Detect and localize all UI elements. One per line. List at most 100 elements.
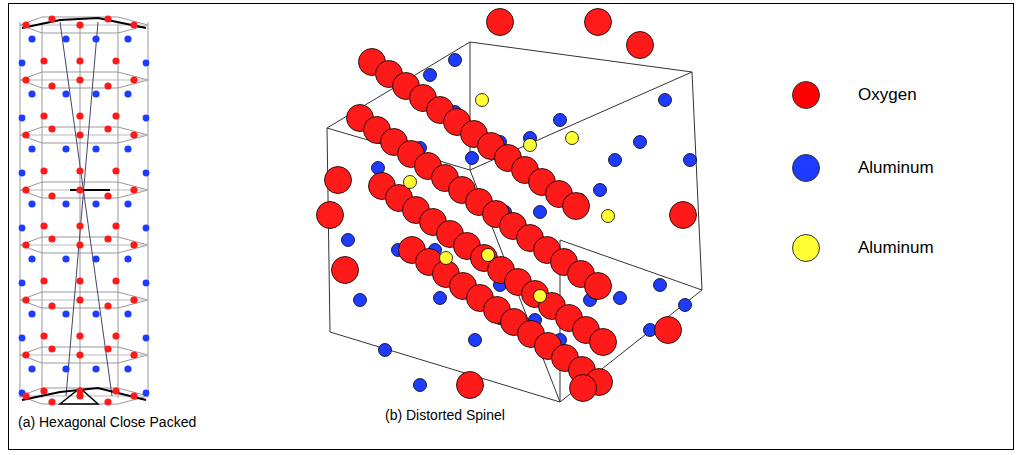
hexagon-layer	[20, 17, 148, 33]
aluminum-atom	[92, 200, 99, 207]
oxygen-atom	[48, 125, 55, 132]
oxygen-atom	[130, 21, 137, 28]
oxygen-atom	[40, 167, 47, 174]
oxygen-atom	[317, 202, 344, 229]
aluminum-atom	[524, 139, 537, 152]
aluminum-atom	[62, 310, 69, 317]
aluminum-atom	[124, 365, 131, 372]
cell-outline	[327, 42, 702, 402]
oxygen-atom	[325, 167, 352, 194]
aluminum-atom	[534, 206, 547, 219]
aluminum-atom	[124, 90, 131, 97]
oxygen-atom	[76, 186, 83, 193]
unit-cell-edge	[60, 388, 98, 404]
oxygen-atom	[570, 375, 597, 402]
aluminum-atom	[28, 145, 35, 152]
oxygen-atom	[130, 241, 137, 248]
legend-label: Oxygen	[858, 85, 917, 105]
oxygen-atom	[104, 235, 111, 242]
aluminum-atom	[92, 35, 99, 42]
oxygen-atom	[22, 296, 29, 303]
aluminum-atom	[124, 200, 131, 207]
oxygen-atom	[76, 332, 83, 339]
oxygen-atom	[40, 387, 47, 394]
oxygen-atom	[112, 277, 119, 284]
oxygen-atom	[76, 76, 83, 83]
oxygen-atom	[112, 57, 119, 64]
oxygen-atom	[48, 235, 55, 242]
oxygen-atom	[40, 112, 47, 119]
oxygen-atom	[40, 57, 47, 64]
aluminum-atom	[379, 344, 392, 357]
aluminum-atom	[476, 94, 489, 107]
cell-edge	[118, 22, 119, 398]
aluminum-atom	[124, 255, 131, 262]
aluminum-atom	[679, 299, 692, 312]
aluminum-atom	[62, 35, 69, 42]
cell-edge	[148, 22, 149, 398]
oxygen-atom	[76, 296, 83, 303]
legend-swatch	[792, 234, 820, 262]
oxygen-atom	[112, 112, 119, 119]
aluminum-atom	[124, 35, 131, 42]
cell-edge	[20, 22, 21, 398]
aluminum-atom	[469, 334, 482, 347]
aluminum-atom	[659, 94, 672, 107]
cell-edge	[20, 80, 148, 81]
aluminum-atom	[124, 145, 131, 152]
oxygen-atom	[76, 351, 83, 358]
aluminum-atom	[28, 365, 35, 372]
oxygen-atom	[104, 398, 111, 405]
oxygen-atom	[22, 186, 29, 193]
hexagon-layer	[20, 347, 148, 363]
hexagon-layer	[20, 292, 148, 308]
legend-entry: Aluminum	[792, 234, 934, 262]
legend-entry: Aluminum	[792, 154, 934, 182]
aluminum-atom	[28, 90, 35, 97]
oxygen-atom	[76, 167, 83, 174]
aluminum-atom	[62, 255, 69, 262]
aluminum-atom	[614, 292, 627, 305]
aluminum-atom	[19, 115, 26, 122]
hexagon-layer	[20, 237, 148, 253]
oxygen-atom	[76, 57, 83, 64]
aluminum-atom	[684, 154, 697, 167]
aluminum-atom	[609, 154, 622, 167]
oxygen-atom	[104, 125, 111, 132]
oxygen-atom	[585, 9, 612, 36]
oxygen-atom	[76, 277, 83, 284]
aluminum-atom	[342, 234, 355, 247]
oxygen-atom	[48, 345, 55, 352]
unit-cell-edge	[22, 388, 146, 400]
cell-edge	[20, 190, 148, 191]
oxygen-atom	[104, 82, 111, 89]
oxygen-atom	[670, 202, 697, 229]
aluminum-atom	[602, 210, 615, 223]
oxygen-atom	[130, 296, 137, 303]
aluminum-atom	[143, 60, 150, 67]
cell-edge	[20, 245, 148, 246]
aluminum-atom	[62, 90, 69, 97]
oxygen-atom	[130, 351, 137, 358]
aluminum-atom	[143, 225, 150, 232]
unit-cell-edge	[22, 18, 146, 28]
cell-edge	[327, 128, 470, 170]
aluminum-atom	[28, 35, 35, 42]
oxygen-atom	[48, 302, 55, 309]
aluminum-atom	[19, 170, 26, 177]
aluminum-atom	[404, 176, 417, 189]
oxygen-atom	[104, 15, 111, 22]
hexagon-layer	[20, 388, 148, 404]
oxygen-atom	[457, 372, 484, 399]
aluminum-atom	[92, 365, 99, 372]
oxygen-atom	[22, 131, 29, 138]
aluminum-atom	[594, 184, 607, 197]
oxygen-atom	[130, 186, 137, 193]
oxygen-atom	[76, 21, 83, 28]
oxygen-atom	[48, 82, 55, 89]
aluminum-atom	[92, 255, 99, 262]
aluminum-atom	[143, 170, 150, 177]
oxygen-atom	[130, 131, 137, 138]
legend-entry: Oxygen	[792, 81, 917, 109]
spinel-structure	[317, 9, 703, 403]
